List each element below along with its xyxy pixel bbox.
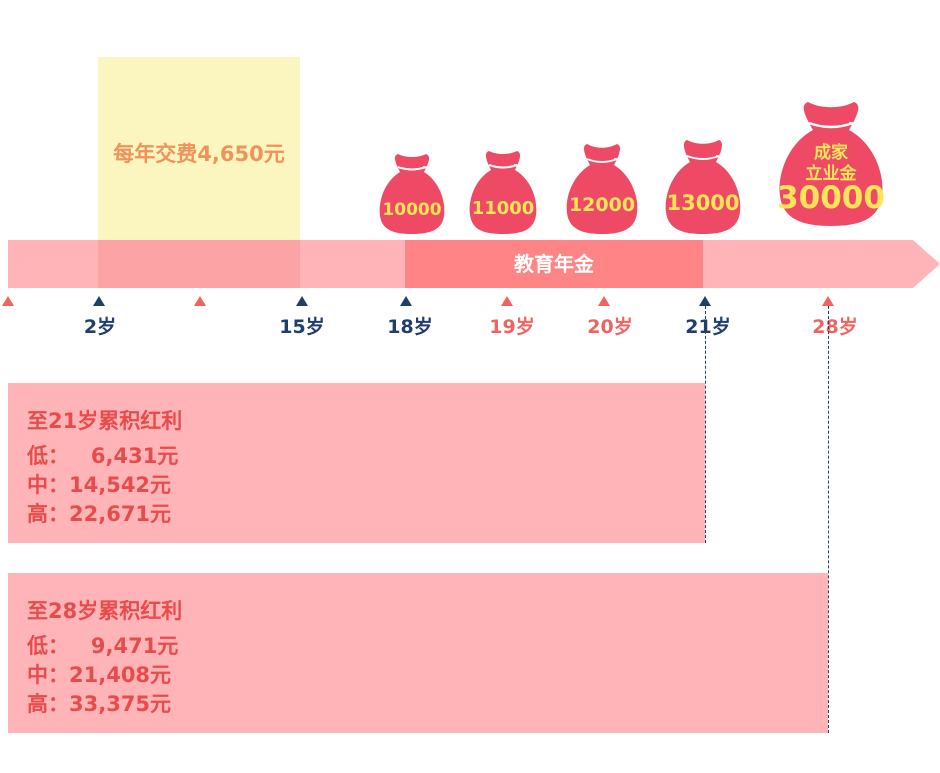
tick-marker — [400, 296, 412, 306]
tick-marker — [699, 296, 711, 306]
tick-marker — [501, 296, 513, 306]
dividend-mid: 中：21,408元 — [27, 663, 172, 687]
dividend-panel-28: 至28岁累积红利 低： 9,471元 中：21,408元 高：33,375元 — [8, 573, 828, 733]
tick-marker — [822, 296, 834, 306]
bag-amount-19: 11000 — [471, 198, 535, 219]
tick-marker — [2, 296, 14, 306]
education-annuity-label: 教育年金 — [514, 252, 594, 276]
tick-marker — [598, 296, 610, 306]
bag-caption-line1: 成家 — [814, 143, 848, 163]
panel-title: 至28岁累积红利 — [27, 599, 183, 623]
bag-amount-28: 30000 — [777, 180, 885, 216]
age-label: 18岁 — [387, 316, 433, 338]
money-bag-icon — [566, 144, 638, 234]
money-bag-icon — [379, 154, 445, 234]
age-label: 2岁 — [83, 316, 117, 338]
dividend-mid: 中：14,542元 — [27, 473, 172, 497]
tick-marker — [93, 296, 105, 306]
age-label: 28岁 — [812, 316, 858, 338]
tick-marker — [194, 296, 206, 306]
age-label: 20岁 — [587, 316, 633, 338]
connector-line-28 — [828, 306, 829, 733]
dividend-low: 低： 6,431元 — [27, 444, 179, 468]
timeline-arrow — [8, 240, 940, 288]
dividend-low: 低： 9,471元 — [27, 634, 179, 658]
age-label: 21岁 — [685, 316, 731, 338]
money-bag-icon — [665, 140, 741, 234]
connector-line-21 — [705, 306, 706, 543]
money-bag-icon — [469, 151, 537, 234]
age-label: 19岁 — [489, 316, 535, 338]
payment-note: 每年交费4,650元 — [113, 142, 285, 166]
money-bag-icon — [779, 102, 883, 226]
bag-caption-line2: 立业金 — [805, 164, 857, 184]
bag-amount-21: 13000 — [666, 191, 740, 215]
tick-marker — [296, 296, 308, 306]
dividend-panel-21: 至21岁累积红利 低： 6,431元 中：14,542元 高：22,671元 — [8, 383, 705, 543]
bag-amount-20: 12000 — [568, 194, 636, 216]
payment-period-highlight — [98, 57, 300, 240]
bag-amount-18: 10000 — [382, 200, 442, 220]
age-label: 15岁 — [279, 316, 325, 338]
dividend-high: 高：33,375元 — [27, 692, 172, 716]
panel-title: 至21岁累积红利 — [27, 409, 183, 433]
dividend-high: 高：22,671元 — [27, 502, 172, 526]
